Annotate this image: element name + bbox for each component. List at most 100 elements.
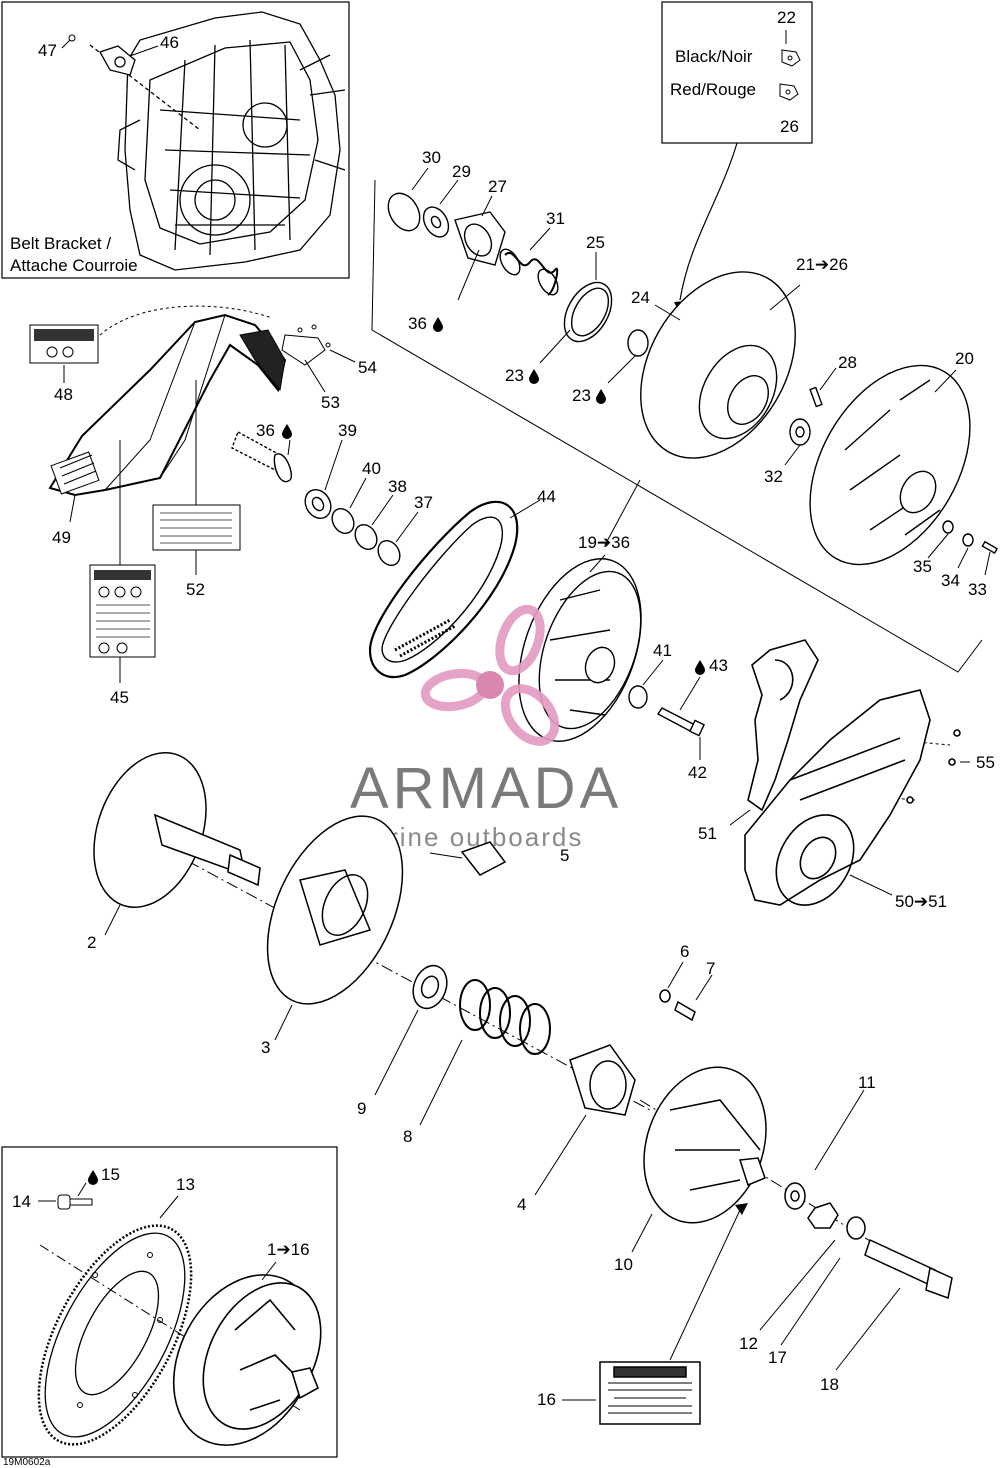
decal-part-48: [29, 324, 99, 364]
legend-black-noir: Black/Noir: [675, 47, 753, 66]
callout-48: 48: [54, 385, 73, 404]
pulley-cover-part-50: [744, 689, 931, 906]
callout-46: 46: [160, 33, 179, 52]
callout-23a: 23: [505, 366, 524, 385]
callout-6: 6: [680, 942, 689, 961]
washer-part-9: [412, 964, 448, 1010]
washer-part-35: [942, 520, 954, 534]
callout-55: 55: [976, 753, 995, 772]
callout-2: 2: [87, 933, 96, 952]
callout-19-36: 19➔36: [578, 533, 630, 552]
callout-52: 52: [186, 580, 205, 599]
propeller-logo-icon: [420, 604, 560, 746]
sheave-part-3: [266, 815, 404, 1005]
belt-guard-assembly: 48 49 52 45 53 54: [29, 305, 377, 707]
callout-15: 15: [101, 1165, 120, 1184]
callout-36a: 36: [408, 314, 427, 333]
callout-36b: 36: [256, 421, 275, 440]
ring-part-25: [563, 281, 613, 343]
screw-part-33: [981, 540, 999, 555]
callout-35: 35: [913, 557, 932, 576]
callout-53: 53: [321, 393, 340, 412]
callout-30: 30: [422, 148, 441, 167]
movable-sheave-part-10: [643, 1066, 767, 1224]
nut-part-12: [807, 1202, 839, 1229]
nut-part-34: [962, 533, 974, 547]
black-weight-icon: [781, 49, 801, 67]
callout-8: 8: [403, 1127, 412, 1146]
callout-31: 31: [546, 209, 565, 228]
callout-45: 45: [110, 688, 129, 707]
callout-40: 40: [362, 459, 381, 478]
callout-17: 17: [768, 1348, 787, 1367]
belt-bracket-title-line1: Belt Bracket /: [10, 234, 111, 253]
cover-parts: [744, 639, 961, 906]
washer-part-41: [628, 685, 648, 709]
chassis-frame-drawing: [89, 11, 346, 271]
callout-10: 10: [614, 1255, 633, 1274]
bushing-part-23: [627, 329, 649, 357]
watermark-brand: ARMADA: [350, 756, 622, 821]
callout-9: 9: [357, 1099, 366, 1118]
middle-parts: [231, 430, 705, 742]
spring-part-31: [499, 248, 559, 296]
callout-50-51: 50➔51: [895, 892, 947, 911]
callout-43: 43: [709, 656, 728, 675]
ring-gear-part-13: [37, 1224, 193, 1446]
decal-part-45: [89, 564, 156, 658]
callout-37: 37: [414, 493, 433, 512]
legend-number-22: 22: [777, 8, 796, 27]
legend-leader: [679, 142, 738, 301]
washer-part-17: [846, 1216, 866, 1240]
driven-pulley-part-19: [518, 558, 642, 742]
lower-parts: [93, 751, 953, 1425]
washer-part-37: [377, 539, 401, 567]
decal-part-52: [152, 504, 241, 551]
callout-23b: 23: [572, 386, 591, 405]
bushing-part-5: [460, 841, 507, 876]
callout-34: 34: [941, 571, 960, 590]
key-part-28: [809, 386, 823, 408]
screw-part-7: [674, 1000, 696, 1022]
callout-42: 42: [688, 763, 707, 782]
legend-number-26: 26: [780, 117, 799, 136]
spider-part-4: [569, 1044, 636, 1116]
callout-13: 13: [176, 1175, 195, 1194]
callout-47: 47: [38, 41, 57, 60]
callout-25: 25: [586, 233, 605, 252]
callout-18: 18: [820, 1375, 839, 1394]
drive-belt-part-44: [368, 500, 519, 678]
drive-pulley-sheave: [172, 1274, 322, 1446]
callout-7: 7: [706, 959, 715, 978]
callout-28: 28: [838, 353, 857, 372]
bracket-part-53: [281, 324, 331, 366]
drawing-code: 19M0602a: [3, 1457, 51, 1468]
red-weight-icon: [779, 83, 799, 101]
washer-part-38: [354, 523, 378, 551]
callout-11: 11: [858, 1073, 876, 1092]
belt-bracket-part: [99, 45, 136, 76]
callout-4: 4: [517, 1195, 526, 1214]
belt-bracket-title-line2: Attache Courroie: [10, 256, 138, 275]
callout-33: 33: [968, 580, 987, 599]
callout-32: 32: [764, 467, 783, 486]
belt-guard-part: [48, 313, 287, 497]
callout-16: 16: [537, 1390, 556, 1409]
callout-12: 12: [739, 1334, 758, 1353]
callout-51: 51: [698, 824, 717, 843]
movable-sheave-part-20: [809, 364, 971, 566]
washer-part-40: [331, 507, 355, 535]
callout-14: 14: [12, 1192, 31, 1211]
washer-part-6: [659, 989, 671, 1003]
screw-part-47: [68, 34, 76, 42]
callout-29: 29: [452, 162, 471, 181]
callout-1-16: 1➔16: [267, 1240, 310, 1259]
legend-red-rouge: Red/Rouge: [670, 80, 756, 99]
color-legend-inset: 22 Black/Noir Red/Rouge 26: [661, 1, 813, 144]
callout-54: 54: [358, 358, 377, 377]
bolt-part-18: [864, 1238, 953, 1300]
callout-24: 24: [631, 288, 650, 307]
fixed-half-part-2: [93, 751, 261, 909]
bolt-part-14: [57, 1194, 93, 1210]
drive-pulley-inset: 14 15 13 1➔16: [1, 1146, 338, 1458]
